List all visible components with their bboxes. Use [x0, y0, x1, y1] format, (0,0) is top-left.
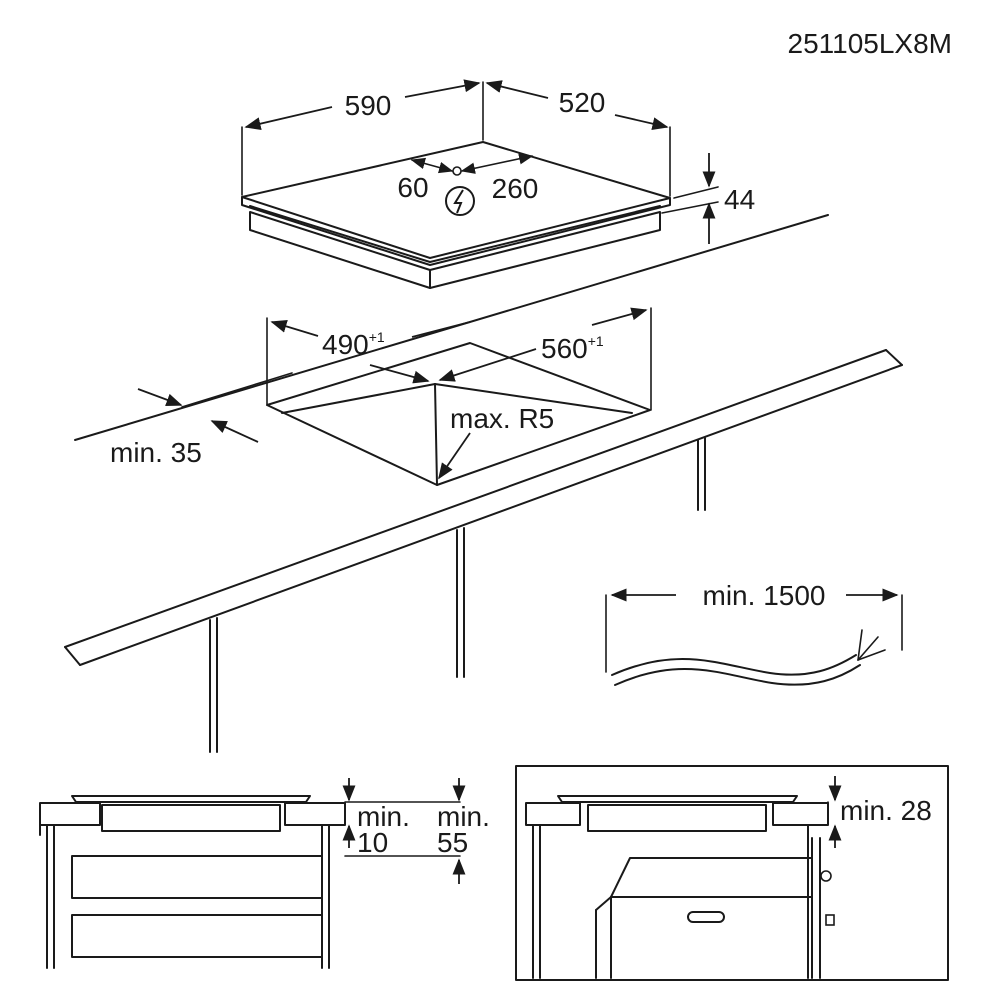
cable: [605, 588, 903, 686]
front-edge-dimension: [137, 372, 293, 443]
connection-point: [452, 166, 462, 176]
cutout-width: 490+1: [322, 329, 385, 360]
hob-dimension-lines: [241, 79, 671, 197]
cutout-corner-radius: max. R5: [450, 403, 554, 434]
electric-symbol-icon: [445, 186, 475, 216]
reference-code: 251105LX8M: [788, 28, 953, 59]
hob-connection-y: 260: [492, 173, 539, 204]
cutout-depth: 560+1: [541, 333, 604, 364]
hob-height-dimension: [661, 153, 719, 244]
worktop: [64, 214, 903, 753]
front-edge-min: min. 35: [110, 437, 202, 468]
hob-connection-x: 60: [397, 172, 428, 203]
hob-height: 44: [724, 184, 755, 215]
cutout: [266, 307, 652, 486]
oven-gap: min. 28: [840, 795, 932, 826]
gap-top-label: min.: [357, 801, 410, 832]
hob-depth: 520: [559, 87, 606, 118]
gap-below-value: 55: [437, 827, 468, 858]
gap-below-label: min.: [437, 801, 490, 832]
oven-section: [515, 765, 949, 981]
hob-width: 590: [345, 90, 392, 121]
drawer-section: [39, 778, 466, 969]
cable-length: min. 1500: [703, 580, 826, 611]
gap-top-value: 10: [357, 827, 388, 858]
